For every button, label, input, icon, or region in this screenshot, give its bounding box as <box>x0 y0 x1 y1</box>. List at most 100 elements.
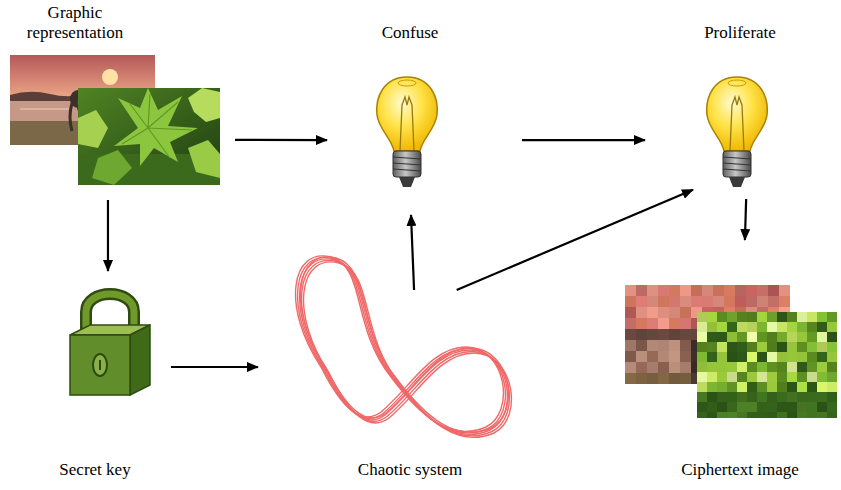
pixel-block <box>717 362 727 372</box>
pixel-block <box>737 412 747 418</box>
pixel-block <box>747 342 757 352</box>
pixel-block <box>827 312 837 322</box>
pixel-block <box>827 402 837 412</box>
flow-arrow <box>171 366 258 368</box>
pixel-block <box>707 312 717 322</box>
pixel-block <box>767 412 777 418</box>
pixel-block <box>625 285 636 296</box>
pixel-block <box>797 352 807 362</box>
pixel-block <box>727 412 737 418</box>
pixel-block <box>767 402 777 412</box>
pixel-block <box>669 318 680 329</box>
pixel-block <box>747 352 757 362</box>
pixel-block <box>658 373 669 384</box>
pixel-block <box>625 329 636 340</box>
pixel-block <box>658 362 669 373</box>
pixel-block <box>717 342 727 352</box>
pixel-block <box>727 352 737 362</box>
pixel-block <box>787 402 797 412</box>
pixel-block <box>817 322 827 332</box>
pixel-block <box>757 382 767 392</box>
pixel-block <box>747 362 757 372</box>
pixel-block <box>737 362 747 372</box>
pixel-block <box>827 382 837 392</box>
pixel-block <box>647 373 658 384</box>
pixel-block <box>777 372 787 382</box>
pixel-block <box>768 285 779 296</box>
pixel-block <box>777 412 787 418</box>
pixel-block <box>807 352 817 362</box>
pixel-block <box>669 351 680 362</box>
pixel-block <box>767 362 777 372</box>
pixel-block <box>757 372 767 382</box>
pixel-block <box>737 332 747 342</box>
pixel-block <box>680 318 691 329</box>
pixel-block <box>807 362 817 372</box>
pixel-block <box>658 340 669 351</box>
pixel-block <box>777 332 787 342</box>
pixel-block <box>707 362 717 372</box>
pixel-block <box>697 412 707 418</box>
pixel-block <box>777 392 787 402</box>
pixel-block <box>717 392 727 402</box>
pixel-block <box>767 312 777 322</box>
pixel-block <box>636 351 647 362</box>
pixel-block <box>767 382 777 392</box>
pixel-block <box>697 402 707 412</box>
pixel-block <box>713 296 724 307</box>
pixel-block <box>680 296 691 307</box>
pixel-block <box>702 296 713 307</box>
pixel-block <box>817 342 827 352</box>
pixel-block <box>691 296 702 307</box>
pixel-block <box>757 362 767 372</box>
pixel-block <box>691 285 702 296</box>
pixel-block <box>757 296 768 307</box>
pixel-block <box>827 392 837 402</box>
pixel-block <box>658 307 669 318</box>
pixel-block <box>697 382 707 392</box>
pixel-block <box>707 332 717 342</box>
pixel-block <box>717 402 727 412</box>
pixel-block <box>777 342 787 352</box>
node-label: Graphic representation <box>10 3 140 42</box>
pixel-block <box>625 296 636 307</box>
pixel-block <box>669 340 680 351</box>
pixel-block <box>767 342 777 352</box>
pixel-block <box>669 373 680 384</box>
pixel-block <box>737 392 747 402</box>
pixel-block <box>746 351 757 362</box>
pixel-block <box>807 402 817 412</box>
pixel-block <box>737 372 747 382</box>
pixel-block <box>697 352 707 362</box>
pixel-block <box>727 362 737 372</box>
pixel-block <box>735 296 746 307</box>
pixel-block <box>827 362 837 372</box>
pixel-block <box>707 322 717 332</box>
padlock-icon <box>70 294 150 395</box>
pixel-block <box>658 296 669 307</box>
pixel-block <box>727 322 737 332</box>
pixel-block <box>797 402 807 412</box>
pixelated-leaves <box>697 312 837 418</box>
lightbulb-icon <box>377 77 438 187</box>
pixel-block <box>727 392 737 402</box>
pixel-block <box>747 402 757 412</box>
pixel-block <box>625 340 636 351</box>
pixel-block <box>727 372 737 382</box>
pixel-block <box>636 340 647 351</box>
pixel-block <box>757 322 767 332</box>
pixelated-landscape <box>625 285 790 384</box>
pixel-block <box>797 362 807 372</box>
pixel-block <box>658 318 669 329</box>
pixel-block <box>757 342 767 352</box>
pixel-block <box>797 342 807 352</box>
pixel-block <box>680 351 691 362</box>
node-label: Secret key <box>40 460 150 480</box>
pixel-block <box>747 332 757 342</box>
pixel-block <box>817 402 827 412</box>
pixel-block <box>817 312 827 322</box>
pixel-block <box>737 322 747 332</box>
image-group: Graphic representation <box>10 3 222 188</box>
